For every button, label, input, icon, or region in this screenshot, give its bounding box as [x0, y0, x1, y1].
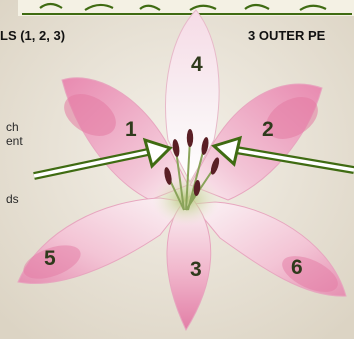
outer-petals-heading: 3 OUTER PE — [248, 28, 325, 43]
petal-number-2: 2 — [262, 118, 274, 142]
petal-number-6: 6 — [291, 256, 303, 280]
side-text-fragment-2: ent — [6, 134, 23, 148]
side-text-fragment-1: ch — [6, 120, 19, 134]
side-text-fragment-3: ds — [6, 192, 19, 206]
petal-number-4: 4 — [191, 53, 203, 77]
petal-number-5: 5 — [44, 247, 56, 271]
petal-number-3: 3 — [190, 258, 202, 282]
petal-number-1: 1 — [125, 118, 137, 142]
inner-petals-heading: LS (1, 2, 3) — [0, 28, 65, 43]
